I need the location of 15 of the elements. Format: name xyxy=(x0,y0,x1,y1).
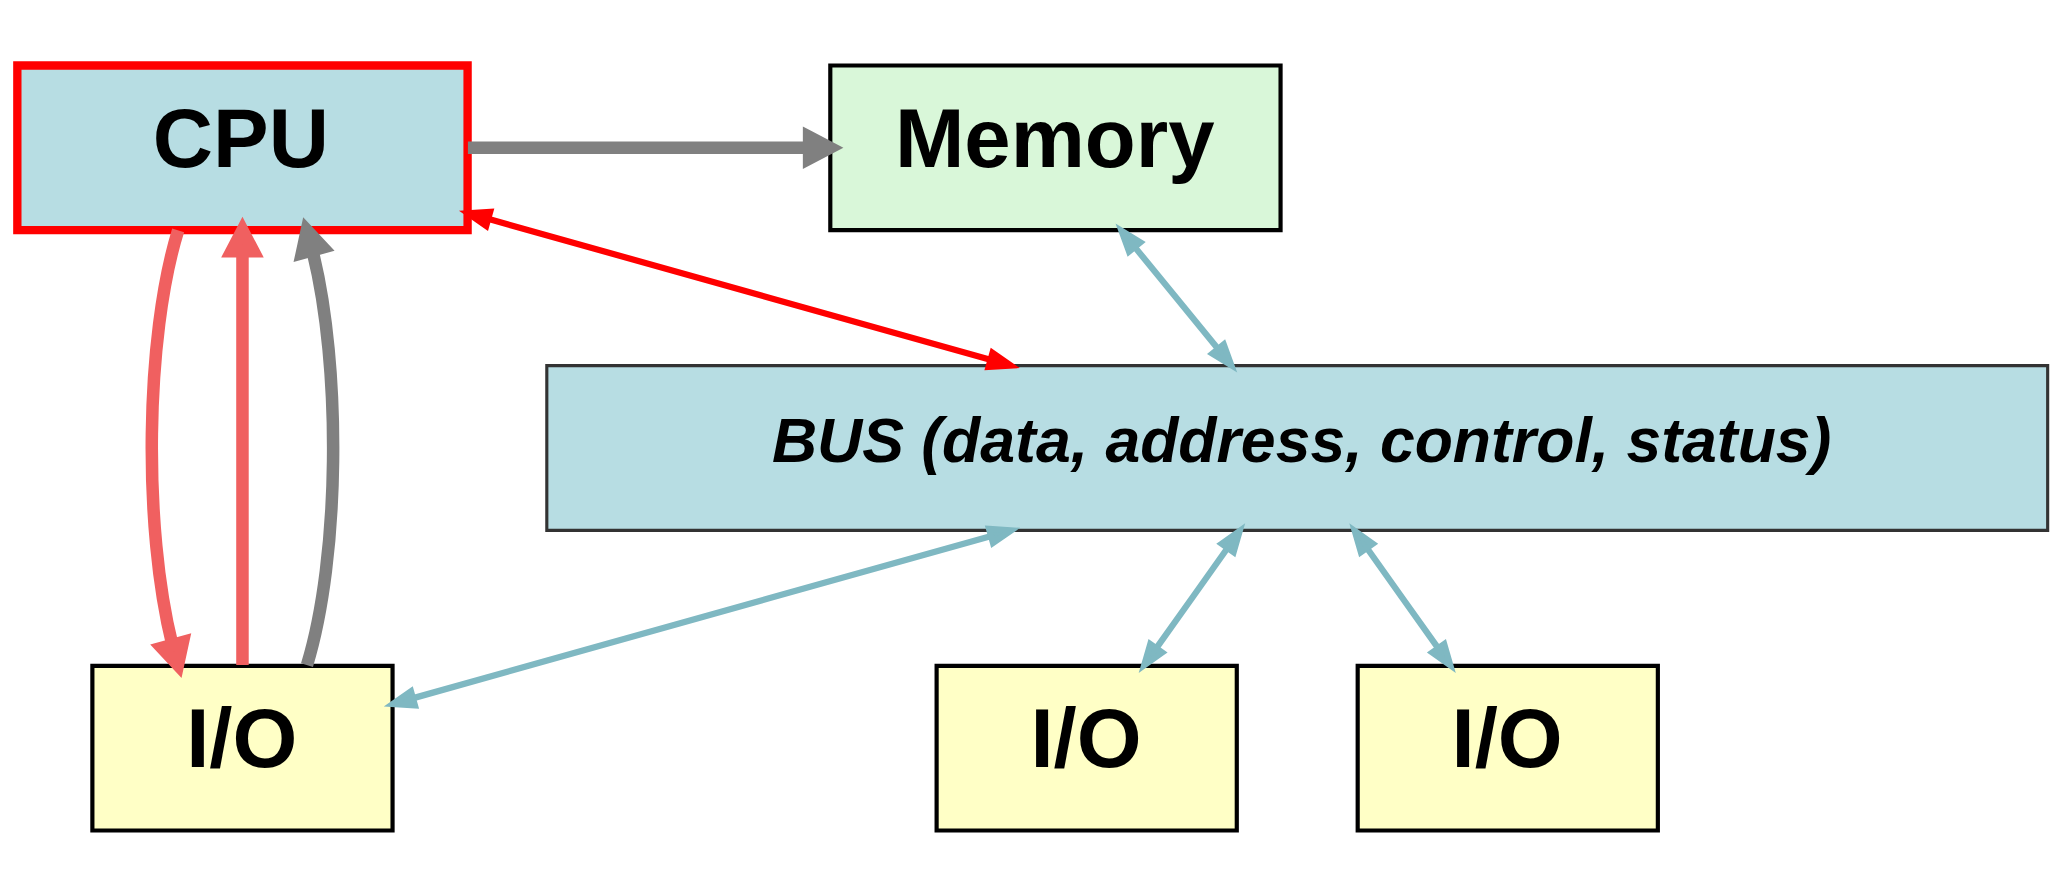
arrow xyxy=(458,208,1020,371)
arrow xyxy=(220,216,264,666)
node-box: I/O xyxy=(89,663,395,833)
arrow xyxy=(1138,523,1245,673)
arrow xyxy=(1115,223,1237,373)
node-box: I/O xyxy=(934,663,1239,833)
node-box: Memory xyxy=(827,63,1283,233)
arrow xyxy=(383,525,1020,709)
node-box: I/O xyxy=(1355,663,1660,833)
node-box: CPU xyxy=(12,61,472,235)
arrow xyxy=(293,217,339,667)
arrow xyxy=(145,228,191,679)
arrow xyxy=(1348,523,1456,673)
node-box: BUS (data, address, control, status) xyxy=(544,364,2049,532)
arrow xyxy=(467,126,843,170)
